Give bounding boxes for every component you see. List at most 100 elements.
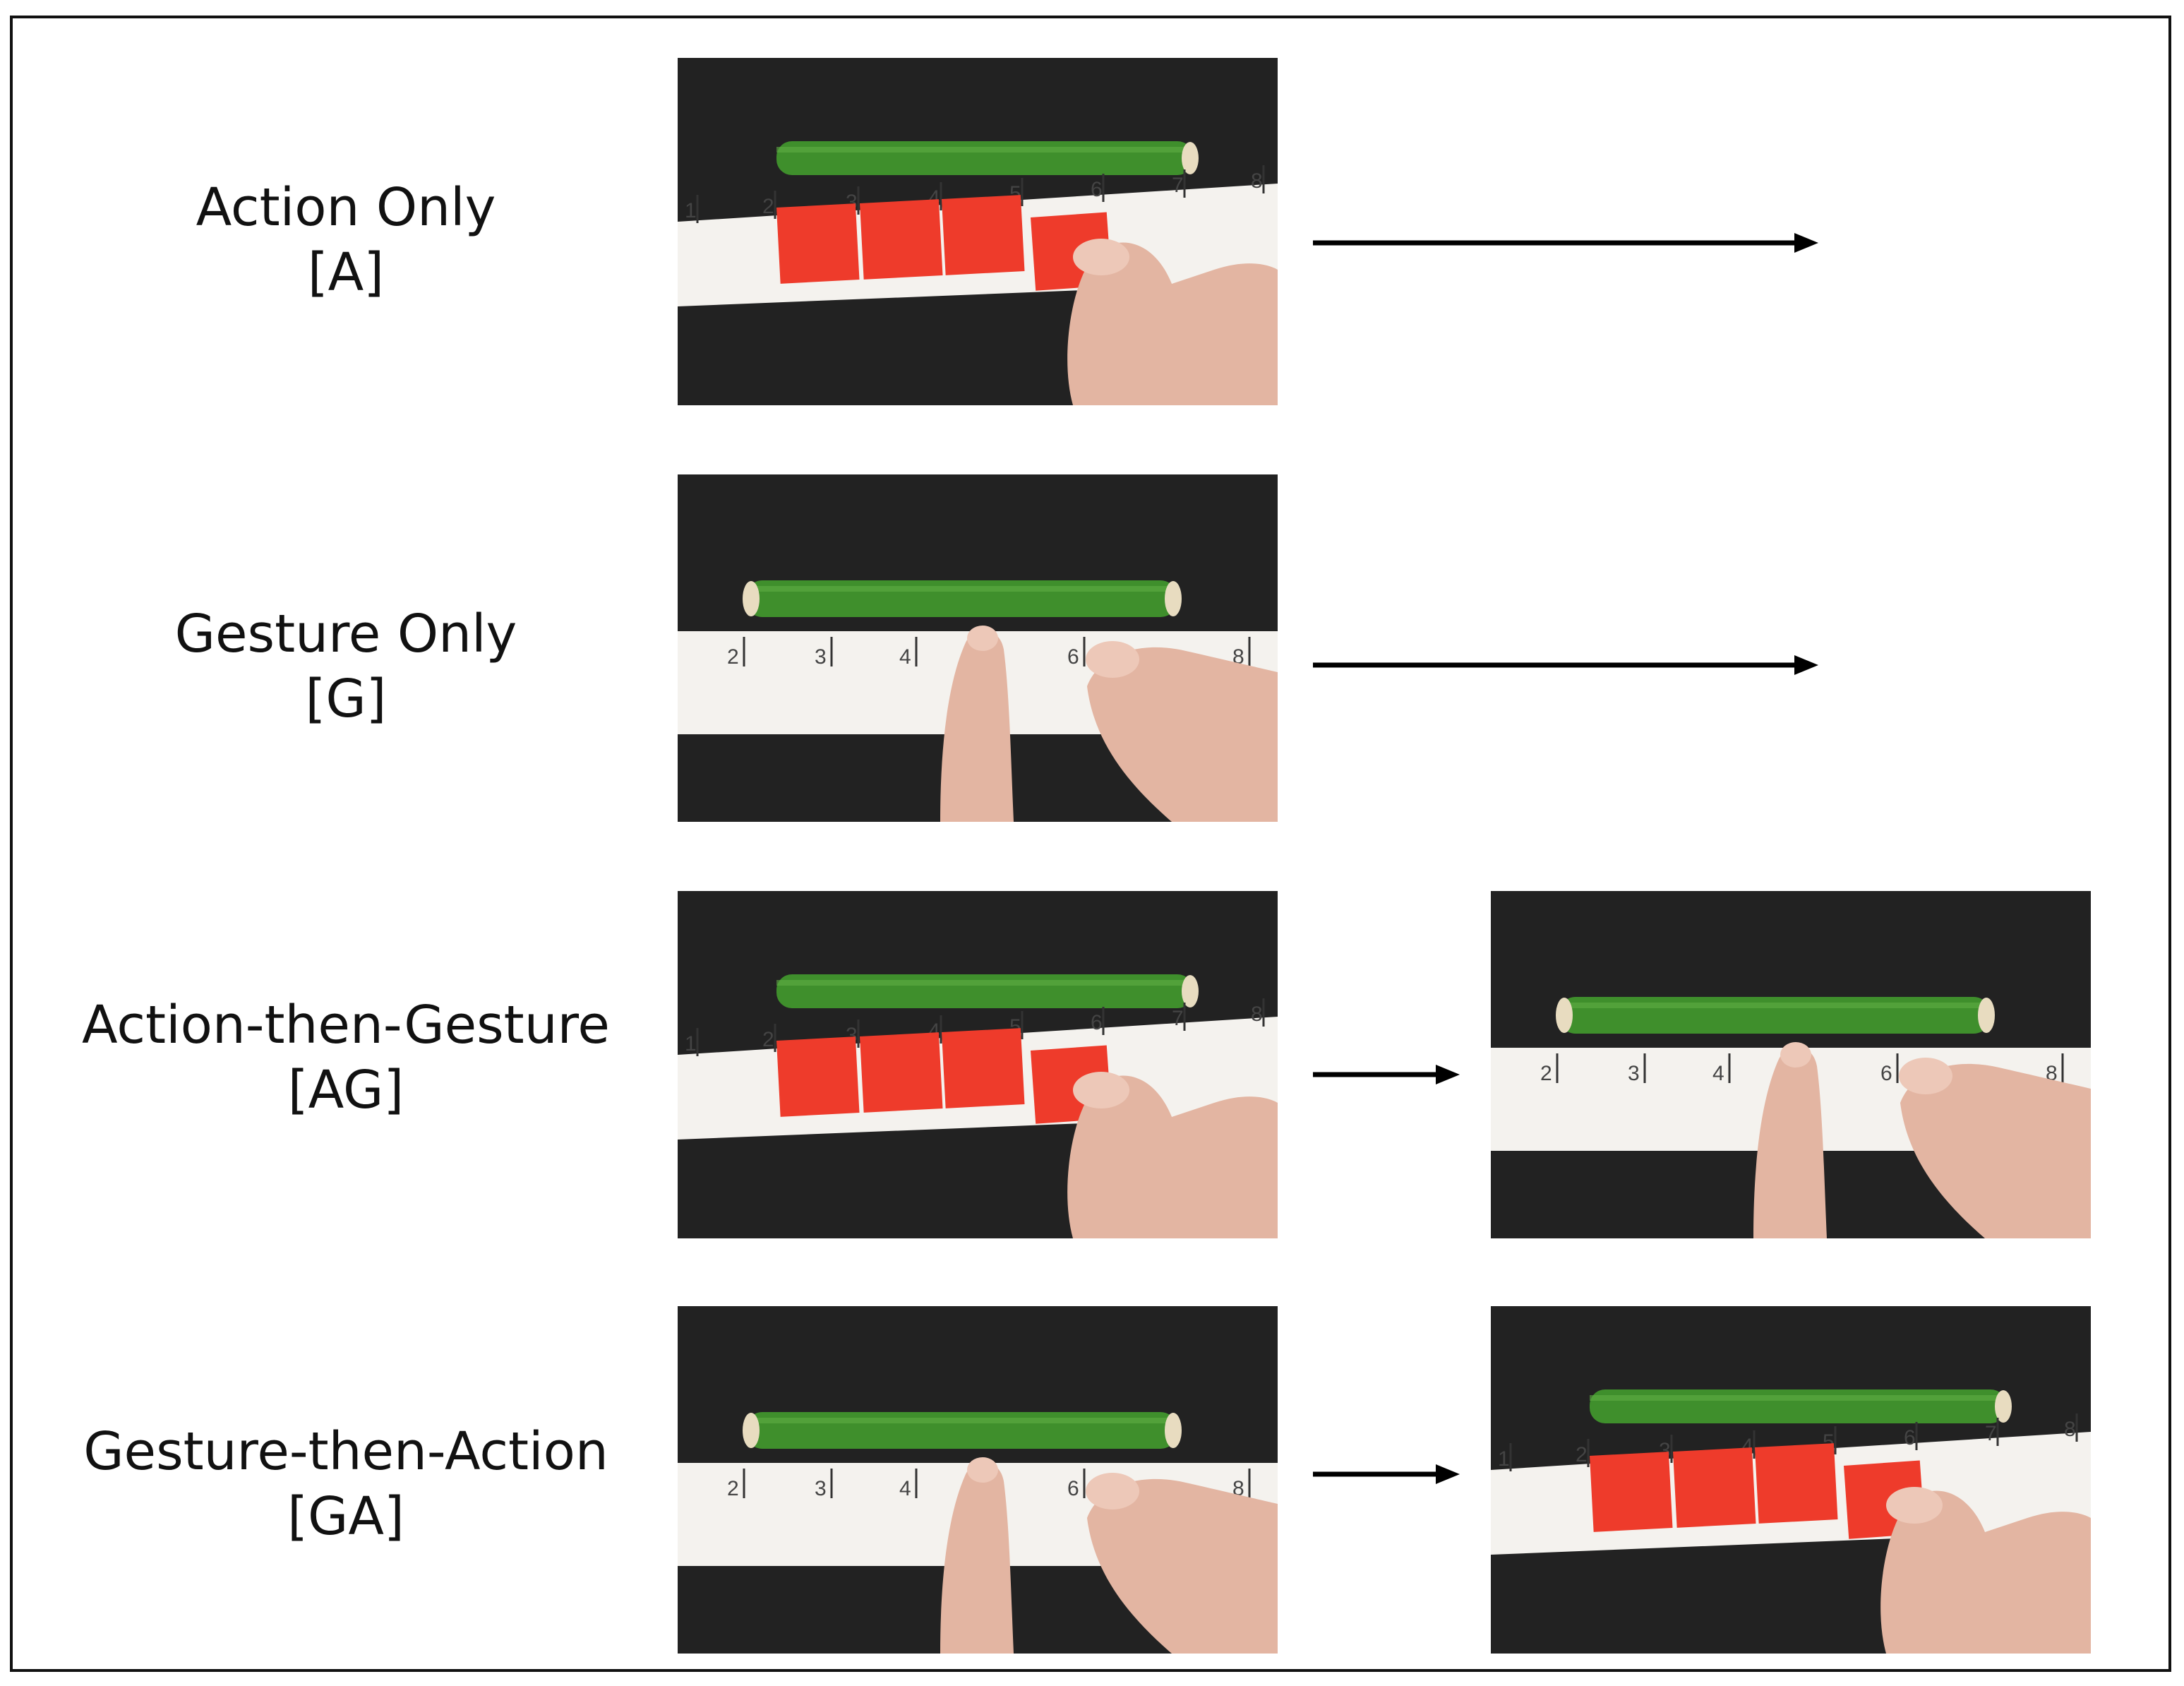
red-tile (776, 203, 860, 284)
ruler-number: 2 (727, 1477, 739, 1500)
ruler-number: 4 (1712, 1062, 1724, 1085)
ruler-number: 4 (899, 1477, 911, 1500)
thumbnail (967, 626, 998, 651)
thumbnail (1780, 1042, 1811, 1068)
hand (1067, 1075, 1278, 1238)
arrow-icon (1313, 1065, 1460, 1084)
ruler-number: 4 (899, 645, 911, 669)
fingertip (1899, 1058, 1952, 1094)
rod-end (1182, 975, 1199, 1008)
ruler-number: 2 (762, 195, 774, 218)
hand-thumb (940, 1462, 1014, 1654)
ruler-number: 3 (815, 1477, 827, 1500)
red-tile (942, 1028, 1025, 1108)
rod-highlight (745, 1418, 1177, 1423)
ruler-number: 2 (762, 1028, 774, 1051)
condition-code: [AG] (287, 1060, 404, 1120)
ruler-number: 7 (1985, 1422, 1997, 1445)
ruler-number: 1 (1498, 1447, 1510, 1471)
condition-code: [A] (307, 242, 385, 303)
condition-name: Gesture-then-Action (83, 1421, 608, 1482)
arrow-icon (1313, 1464, 1460, 1484)
hand (1067, 242, 1278, 405)
green-rod (745, 580, 1177, 617)
red-tile (1673, 1447, 1756, 1528)
green-rod (745, 1412, 1177, 1449)
rod-highlight (776, 980, 1193, 986)
ruler-number: 6 (1067, 1477, 1079, 1500)
hand-thumb (940, 630, 1014, 822)
red-tile (1590, 1452, 1673, 1532)
ruler-number: 8 (1251, 169, 1263, 193)
rod-highlight (745, 586, 1177, 592)
rod-highlight (776, 147, 1193, 153)
condition-code: [G] (305, 669, 387, 729)
ruler-number: 1 (685, 1032, 697, 1056)
ruler-number: 2 (1540, 1062, 1552, 1085)
figure-frame (10, 16, 2171, 1672)
ruler-number: 6 (1091, 178, 1103, 201)
label-action-then-gesture: Action-then-Gesture [AG] (56, 993, 635, 1123)
green-rod (776, 974, 1193, 1008)
ruler-number: 6 (1091, 1011, 1103, 1034)
green-rod (776, 141, 1193, 175)
ruler-number: 2 (727, 645, 739, 669)
ruler-number: 3 (815, 645, 827, 669)
ruler-number: 1 (685, 199, 697, 222)
condition-name: Gesture Only (174, 604, 517, 664)
rod-end (1995, 1390, 2012, 1423)
rod-highlight (1590, 1395, 2006, 1401)
hand (1880, 1490, 2091, 1654)
red-tile (942, 195, 1025, 275)
green-rod (1559, 997, 1991, 1034)
arrow-icon (1313, 655, 1818, 675)
fingertip (1086, 1473, 1139, 1509)
hand-thumb (1753, 1047, 1827, 1238)
fingertip (1073, 1072, 1129, 1108)
rod-end (743, 581, 760, 616)
ruler-number: 7 (1172, 1007, 1184, 1030)
red-tile (860, 1032, 943, 1113)
red-tile (860, 199, 943, 280)
ruler-number: 7 (1172, 174, 1184, 197)
red-tile (1755, 1443, 1838, 1524)
arrow-icon (1313, 233, 1818, 253)
rod-highlight (1559, 1003, 1991, 1008)
ruler-number: 6 (1904, 1426, 1916, 1449)
green-rod (1590, 1389, 2006, 1423)
ruler-number: 8 (2064, 1418, 2076, 1441)
rod-end (743, 1413, 760, 1448)
label-action-only: Action Only [A] (56, 175, 635, 305)
rod-end (1165, 1413, 1182, 1448)
ruler-number: 3 (1628, 1062, 1640, 1085)
thumbnail (967, 1457, 998, 1483)
ruler-number: 6 (1880, 1062, 1892, 1085)
hand (1087, 1478, 1278, 1654)
fingertip (1073, 239, 1129, 275)
condition-name: Action-then-Gesture (82, 995, 610, 1056)
hand (1087, 647, 1278, 822)
rod-end (1978, 998, 1995, 1033)
label-gesture-only: Gesture Only [G] (56, 602, 635, 731)
rod-end (1182, 142, 1199, 174)
condition-name: Action Only (196, 177, 496, 238)
fingertip (1886, 1487, 1943, 1524)
label-gesture-then-action: Gesture-then-Action [GA] (56, 1419, 635, 1549)
hand (1900, 1063, 2091, 1238)
rod-end (1556, 998, 1573, 1033)
rod-end (1165, 581, 1182, 616)
fingertip (1086, 641, 1139, 678)
ruler-number: 2 (1576, 1443, 1588, 1466)
ruler-number: 8 (1251, 1003, 1263, 1026)
